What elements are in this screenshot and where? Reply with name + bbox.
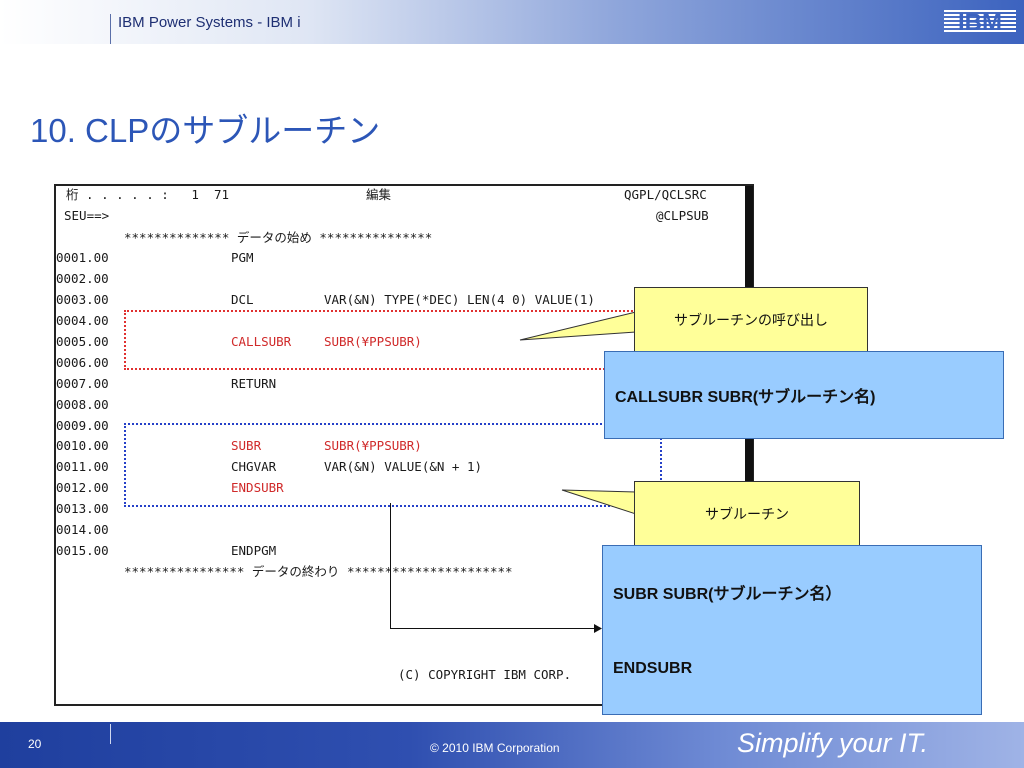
terminal-copyright: (C) COPYRIGHT IBM CORP. bbox=[398, 667, 572, 682]
page-number: 20 bbox=[28, 737, 42, 751]
code-arguments[interactable]: SUBR(¥PPSUBR) bbox=[324, 438, 422, 453]
seq-number: 0004.00 bbox=[56, 313, 109, 328]
arrow-head-icon bbox=[594, 624, 602, 633]
subroutine-highlight bbox=[124, 423, 662, 507]
callout-call-label: サブルーチンの呼び出し bbox=[634, 287, 868, 353]
library-file: QGPL/QCLSRC bbox=[624, 187, 707, 202]
footer-copyright: © 2010 IBM Corporation bbox=[430, 741, 560, 755]
footer-band: 20 © 2010 IBM Corporation Simplify your … bbox=[0, 722, 1024, 768]
data-end-marker: **************** データの終わり ***************… bbox=[124, 565, 513, 579]
callout-call-syntax: CALLSUBR SUBR(サブルーチン名) bbox=[604, 351, 1004, 439]
code-statement[interactable]: DCL bbox=[231, 292, 254, 307]
code-statement[interactable]: CALLSUBR bbox=[231, 334, 292, 349]
seq-number: 0009.00 bbox=[56, 418, 109, 433]
product-name: IBM Power Systems - IBM i bbox=[118, 14, 301, 31]
code-statement[interactable]: ENDSUBR bbox=[231, 480, 284, 495]
member-name: @CLPSUB bbox=[656, 208, 709, 223]
footer-divider bbox=[110, 724, 111, 744]
seq-number: 0002.00 bbox=[56, 271, 109, 286]
callout-sub-label: サブルーチン bbox=[634, 481, 860, 547]
sub-syntax-end: ENDSUBR bbox=[613, 660, 693, 677]
header-divider bbox=[110, 14, 111, 44]
logo-text: IBM bbox=[958, 9, 1002, 36]
code-arguments[interactable]: VAR(&N) VALUE(&N + 1) bbox=[324, 459, 483, 474]
ibm-logo-icon: IBM bbox=[944, 9, 1016, 36]
seu-prompt[interactable]: SEU==> bbox=[64, 208, 110, 223]
seq-number: 0001.00 bbox=[56, 250, 109, 265]
seq-number: 0007.00 bbox=[56, 376, 109, 391]
seq-number: 0008.00 bbox=[56, 397, 109, 412]
code-arguments[interactable]: SUBR(¥PPSUBR) bbox=[324, 334, 422, 349]
callout-pointer bbox=[561, 489, 637, 515]
sub-syntax-start: SUBR SUBR(サブルーチン名） bbox=[613, 586, 842, 603]
code-statement[interactable]: ENDPGM bbox=[231, 543, 277, 558]
seq-number: 0005.00 bbox=[56, 334, 109, 349]
code-statement[interactable]: CHGVAR bbox=[231, 459, 277, 474]
screen-scrollbar[interactable] bbox=[745, 186, 753, 704]
tagline: Simplify your IT. bbox=[737, 728, 929, 758]
code-statement[interactable]: SUBR bbox=[231, 438, 262, 453]
connector-line bbox=[390, 503, 391, 629]
code-statement[interactable]: RETURN bbox=[231, 376, 277, 391]
seq-number: 0003.00 bbox=[56, 292, 109, 307]
seq-number: 0014.00 bbox=[56, 522, 109, 537]
seq-number: 0013.00 bbox=[56, 501, 109, 516]
seq-number: 0012.00 bbox=[56, 480, 109, 495]
seq-number: 0011.00 bbox=[56, 459, 109, 474]
seq-number: 0010.00 bbox=[56, 438, 109, 453]
seq-number: 0006.00 bbox=[56, 355, 109, 370]
mode-label: 編集 bbox=[366, 187, 392, 202]
code-statement[interactable]: PGM bbox=[231, 250, 254, 265]
seq-number: 0015.00 bbox=[56, 543, 109, 558]
column-label: 桁 . . . . . : 1 71 bbox=[66, 187, 230, 202]
header-band: IBM Power Systems - IBM i IBM bbox=[0, 0, 1024, 44]
code-arguments[interactable]: VAR(&N) TYPE(*DEC) LEN(4 0) VALUE(1) bbox=[324, 292, 595, 307]
connector-line bbox=[390, 628, 598, 629]
callout-sub-syntax: SUBR SUBR(サブルーチン名） ENDSUBR bbox=[602, 545, 982, 715]
data-begin-marker: ************** データの始め *************** bbox=[124, 230, 433, 245]
callout-pointer bbox=[519, 311, 637, 341]
slide-title: 10. CLPのサブルーチン bbox=[30, 112, 381, 149]
